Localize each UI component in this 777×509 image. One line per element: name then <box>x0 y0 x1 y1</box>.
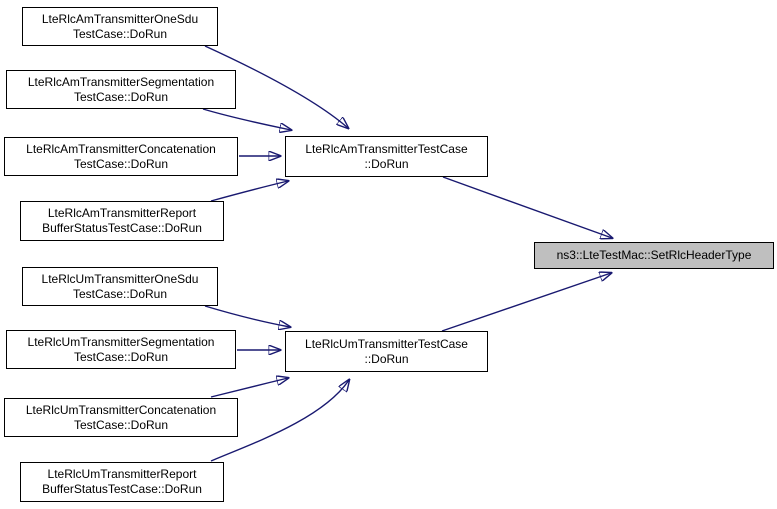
edge-am-one-sdu-to-am-test-case <box>204 45 348 128</box>
node-am-transmitter-concatenation[interactable]: LteRlcAmTransmitterConcatenation TestCas… <box>4 137 238 176</box>
node-um-transmitter-test-case-dorun[interactable]: LteRlcUmTransmitterTestCase ::DoRun <box>285 331 488 372</box>
edge-am-test-case-to-target <box>442 176 612 238</box>
node-um-transmitter-segmentation[interactable]: LteRlcUmTransmitterSegmentation TestCase… <box>6 330 236 369</box>
node-um-transmitter-report-buffer-status[interactable]: LteRlcUmTransmitterReport BufferStatusTe… <box>20 462 224 502</box>
node-am-transmitter-segmentation[interactable]: LteRlcAmTransmitterSegmentation TestCase… <box>6 70 236 109</box>
edge-am-segmentation-to-am-test-case <box>202 108 291 130</box>
node-am-transmitter-report-buffer-status[interactable]: LteRlcAmTransmitterReport BufferStatusTe… <box>20 201 224 241</box>
node-am-transmitter-test-case-dorun[interactable]: LteRlcAmTransmitterTestCase ::DoRun <box>285 136 488 177</box>
node-um-transmitter-concatenation[interactable]: LteRlcUmTransmitterConcatenation TestCas… <box>4 398 238 437</box>
edge-am-report-buffer-to-am-test-case <box>210 181 288 202</box>
edge-um-test-case-to-target <box>441 273 611 332</box>
node-set-rlc-header-type: ns3::LteTestMac::SetRlcHeaderType <box>534 242 774 269</box>
node-um-transmitter-one-sdu[interactable]: LteRlcUmTransmitterOneSdu TestCase::DoRu… <box>22 267 218 306</box>
node-am-transmitter-one-sdu[interactable]: LteRlcAmTransmitterOneSdu TestCase::DoRu… <box>22 7 218 46</box>
edge-um-report-buffer-to-um-test-case <box>210 380 349 462</box>
edge-um-one-sdu-to-um-test-case <box>204 305 290 327</box>
edge-um-concatenation-to-um-test-case <box>210 378 288 398</box>
